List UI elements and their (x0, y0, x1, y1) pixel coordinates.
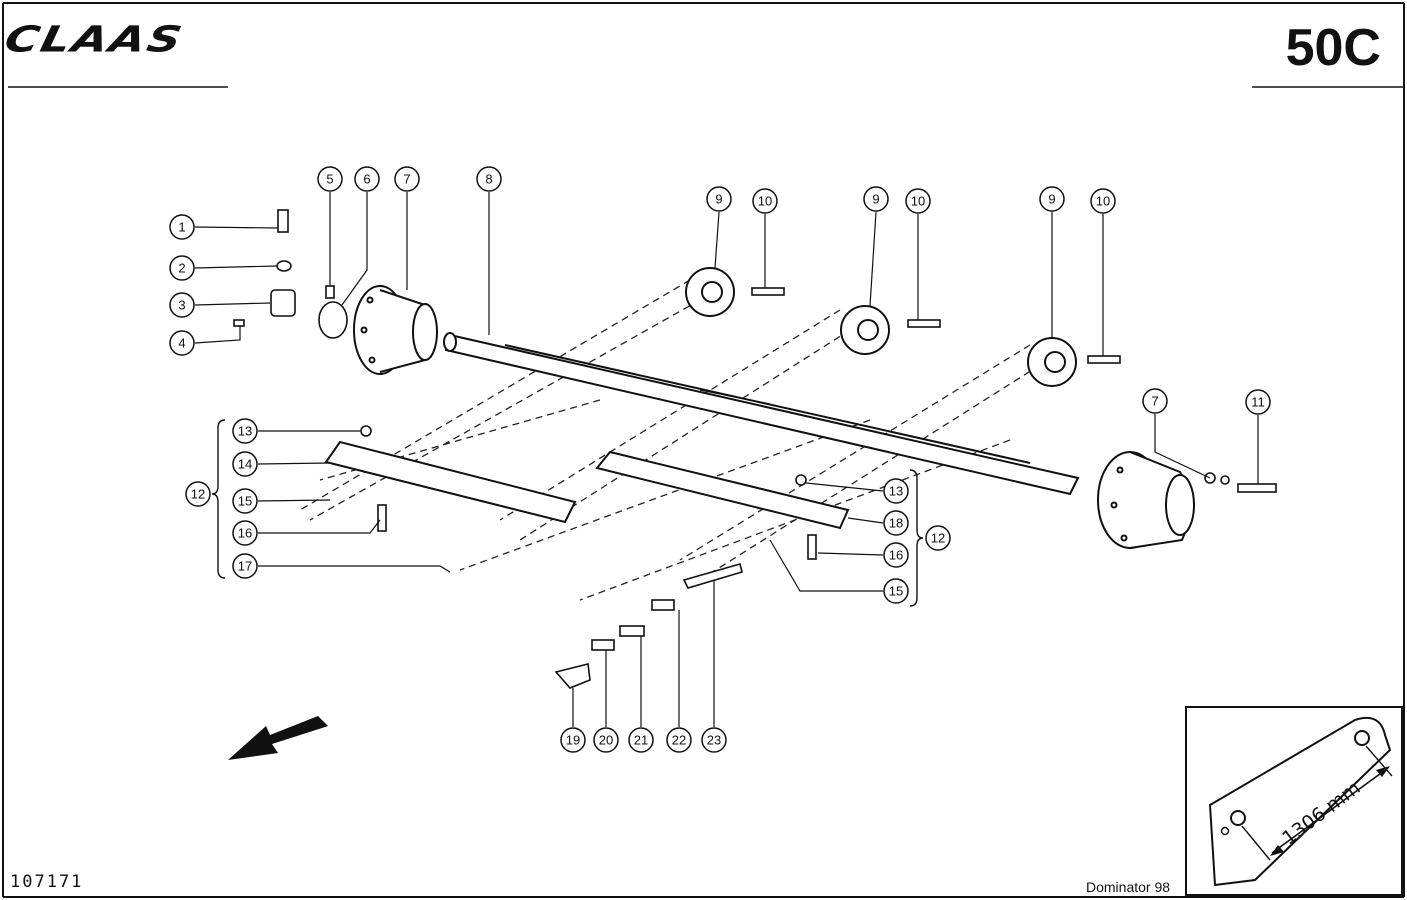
callout-label-10b: 10 (911, 194, 925, 209)
callout-4 (169, 330, 195, 356)
callout-label-1: 1 (178, 220, 185, 235)
callout-label-7b: 7 (1151, 394, 1158, 409)
model-name: Dominator 98 (1086, 879, 1171, 895)
callout-12b (925, 525, 951, 551)
callout-label-16b: 16 (889, 548, 903, 563)
callout-label-12b: 12 (931, 531, 945, 546)
guide-rail-left (324, 440, 577, 524)
callout-label-12a: 12 (191, 487, 205, 502)
sprocket-1 (685, 267, 735, 317)
sprocket-3 (1027, 337, 1077, 387)
callout-labels: 1 2 3 4 5 6 7 8 9 10 9 10 9 10 7 11 13 1… (178, 172, 1264, 748)
callout-label-11: 11 (1251, 395, 1265, 410)
callout-18 (883, 510, 909, 536)
callout-group (169, 166, 1271, 753)
callout-label-13a: 13 (238, 424, 252, 439)
keys (751, 287, 1121, 364)
callout-5 (317, 166, 343, 192)
inset-detail: 1306 mm (1185, 706, 1403, 896)
callout-2 (169, 255, 195, 281)
document-number: 107171 (10, 872, 84, 892)
callout-1 (169, 214, 195, 240)
leader-lines (194, 192, 1259, 727)
callout-9c (1039, 186, 1065, 212)
callout-11 (1245, 389, 1271, 415)
callout-16a (232, 520, 258, 546)
callout-label-4: 4 (178, 336, 185, 351)
callout-label-9a: 9 (715, 192, 722, 207)
callout-label-7: 7 (403, 172, 410, 187)
callout-15b (883, 578, 909, 604)
callout-14 (232, 451, 258, 477)
small-parts (233, 209, 1277, 493)
callout-7 (394, 166, 420, 192)
callout-13b (883, 478, 909, 504)
callout-label-13b: 13 (889, 484, 903, 499)
callout-label-2: 2 (178, 261, 185, 276)
callout-label-5: 5 (326, 172, 333, 187)
callout-10b (905, 188, 931, 214)
callout-label-14: 14 (238, 457, 252, 472)
callout-label-23: 23 (707, 733, 721, 748)
callout-8 (476, 166, 502, 192)
callout-9b (863, 186, 889, 212)
group-brackets (211, 419, 924, 607)
callout-label-3: 3 (178, 298, 185, 313)
callout-label-9b: 9 (872, 192, 879, 207)
callout-20 (593, 727, 619, 753)
callout-label-16a: 16 (238, 526, 252, 541)
sprocket-2 (840, 305, 890, 355)
callout-label-9c: 9 (1048, 192, 1055, 207)
callout-label-8: 8 (485, 172, 492, 187)
callout-3 (169, 292, 195, 318)
callout-19 (560, 727, 586, 753)
bearing-flange-right (1097, 451, 1195, 549)
callout-15a (232, 488, 258, 514)
callout-23 (701, 727, 727, 753)
callout-label-10a: 10 (758, 194, 772, 209)
callout-label-18: 18 (889, 516, 903, 531)
callout-6 (354, 166, 380, 192)
callout-21 (628, 727, 654, 753)
page-code: 50C (1285, 19, 1381, 77)
callout-label-22: 22 (672, 733, 686, 748)
callout-label-17: 17 (238, 559, 252, 574)
bolts (360, 425, 817, 560)
claas-logo: CLAAS (1, 18, 188, 61)
callout-12a (185, 481, 211, 507)
bearing-flange-left (353, 285, 438, 375)
callout-10c (1090, 188, 1116, 214)
callout-label-15b: 15 (889, 584, 903, 599)
chain-parts (554, 563, 743, 689)
callout-13a (232, 418, 258, 444)
main-shaft (443, 332, 1080, 496)
callout-7b (1142, 388, 1168, 414)
callout-label-21: 21 (634, 733, 648, 748)
callout-label-6: 6 (363, 172, 370, 187)
callout-label-19: 19 (566, 733, 580, 748)
callout-label-15a: 15 (238, 494, 252, 509)
direction-arrow-icon (228, 716, 328, 760)
callout-label-20: 20 (599, 733, 613, 748)
callout-17 (232, 553, 258, 579)
guide-rail-right (595, 450, 850, 530)
callout-16b (883, 542, 909, 568)
callout-10a (752, 188, 778, 214)
callout-9a (706, 186, 732, 212)
callout-label-10c: 10 (1096, 194, 1110, 209)
callout-22 (666, 727, 692, 753)
